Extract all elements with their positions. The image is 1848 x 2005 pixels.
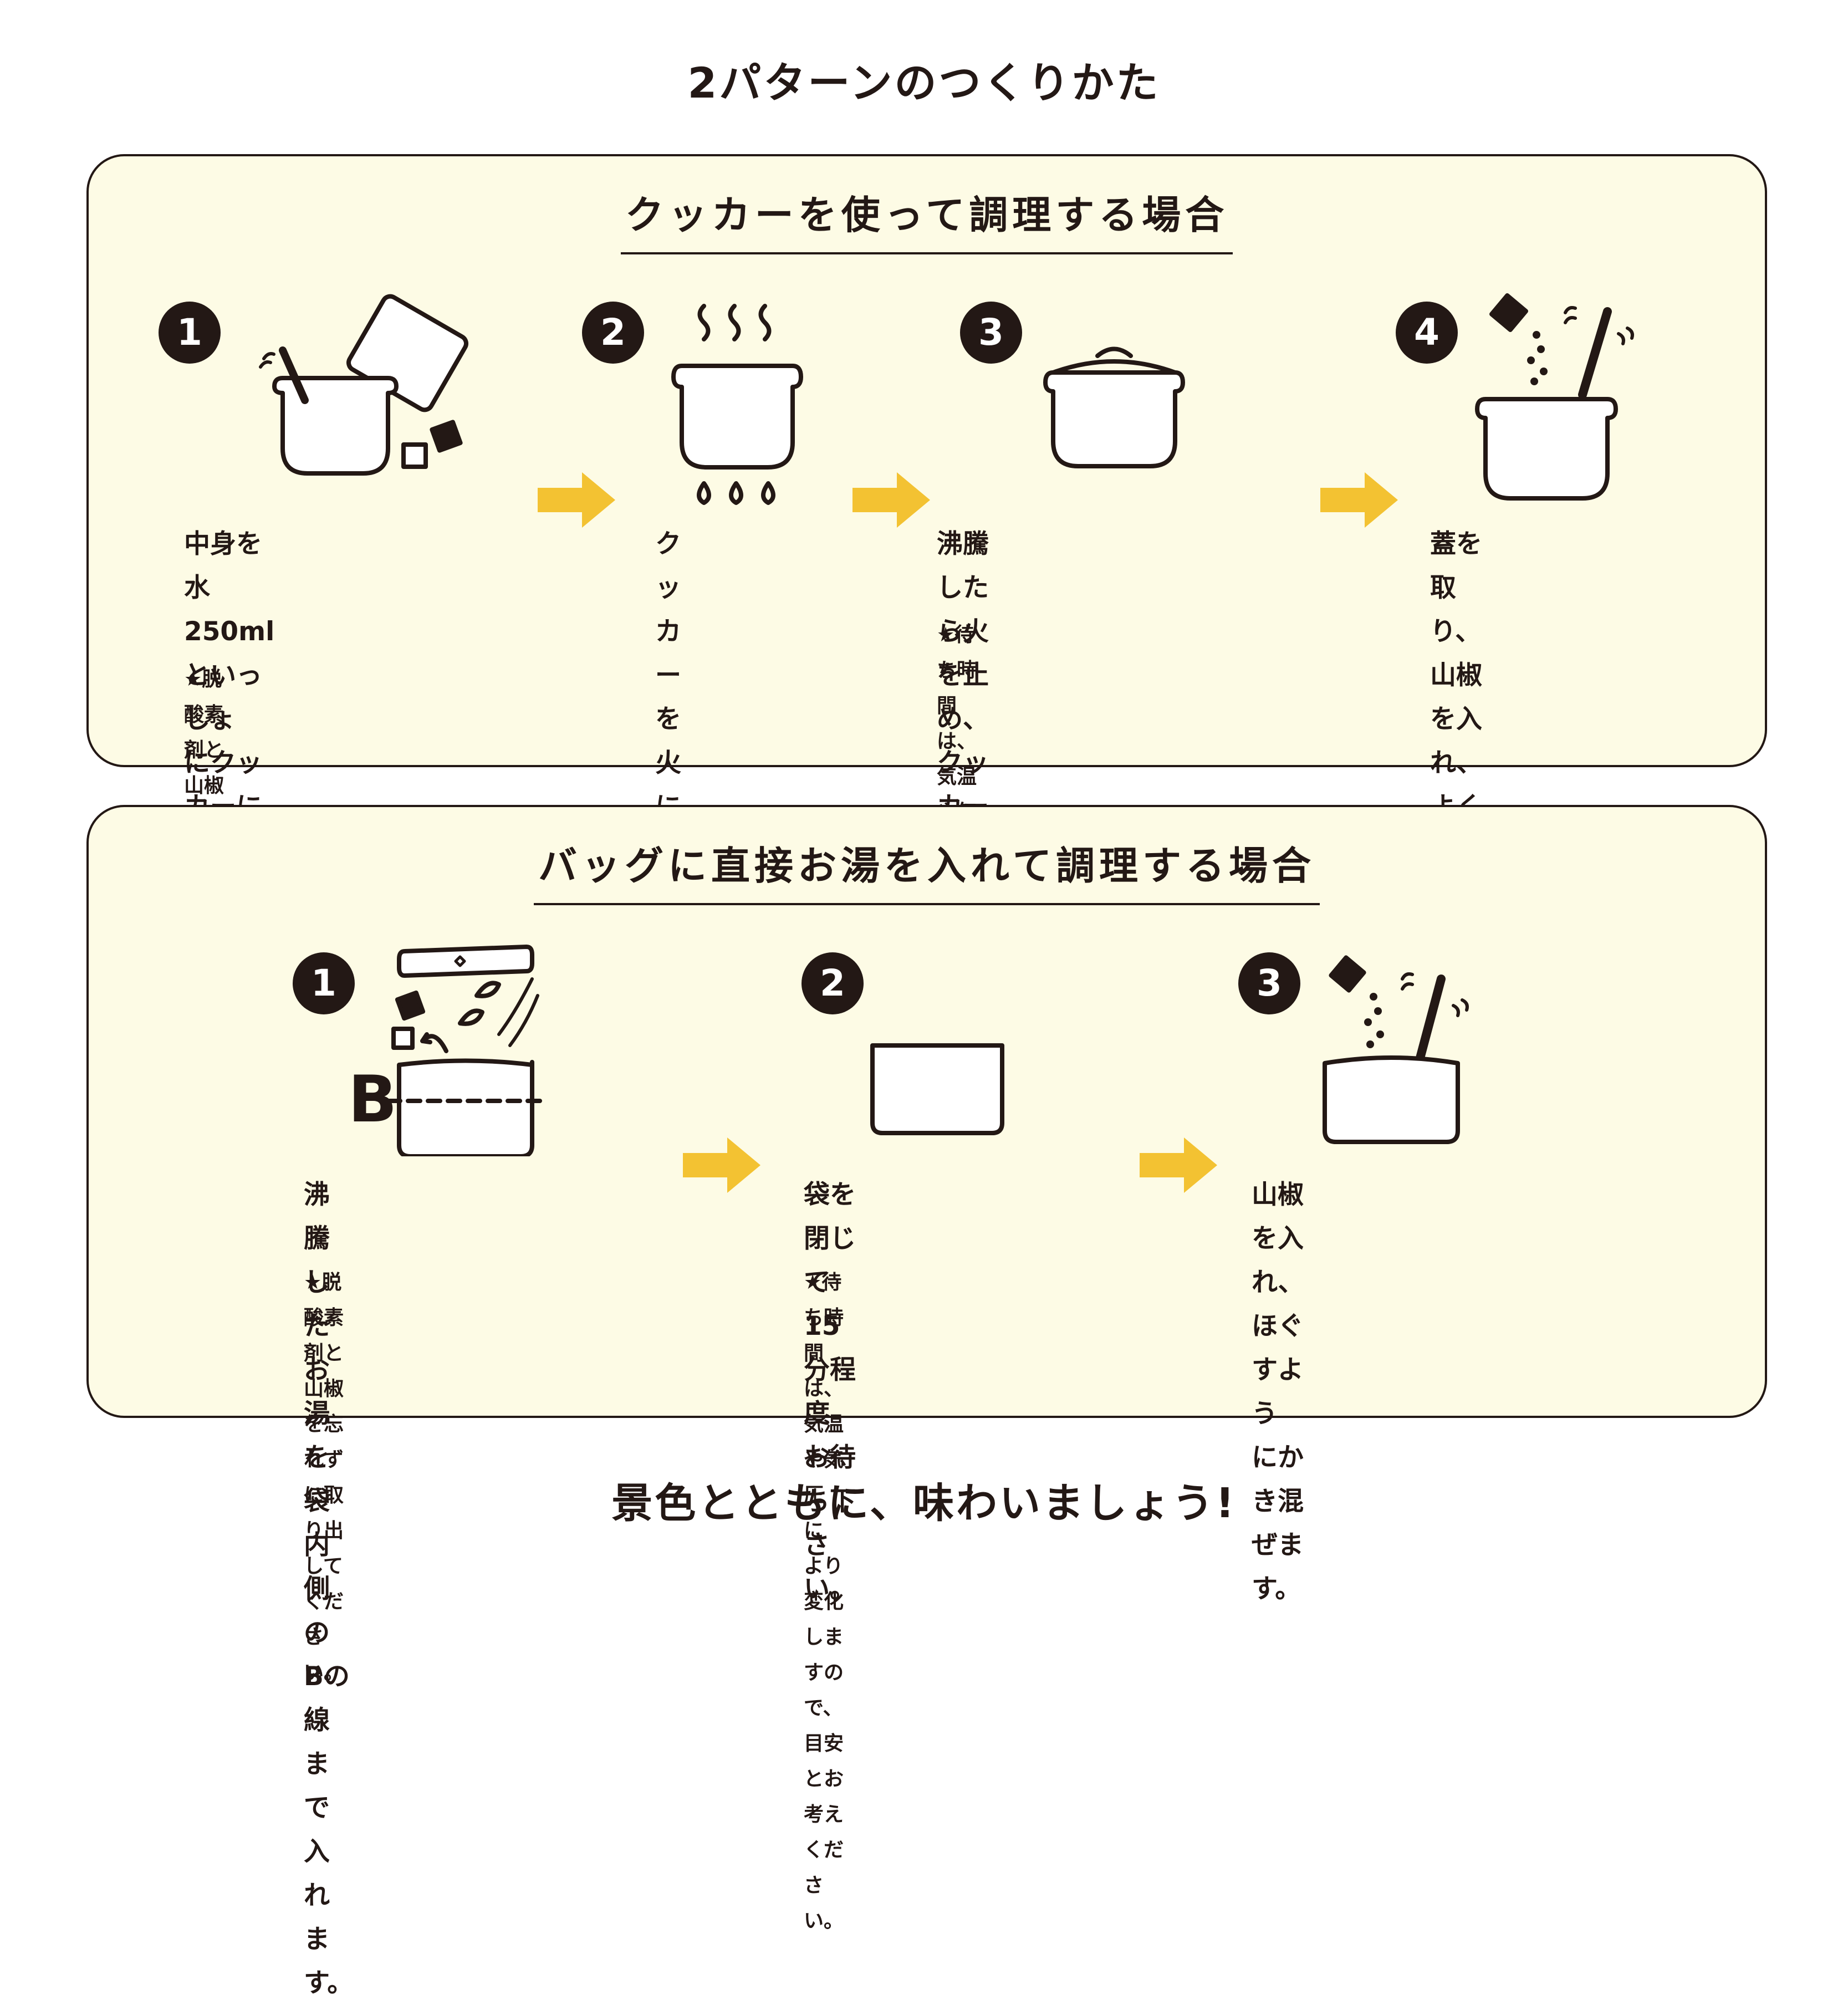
step-description: 山椒を入れ、ほぐすよう にかき混ぜます。 [1252,1180,1304,1604]
cooker-section-heading: クッカーを使って調理する場合 [620,184,1233,254]
arrow-right-icon [683,1137,760,1193]
step-number-badge: 1 [293,952,355,1014]
arrow-right-icon [1140,1137,1217,1193]
bag-line-label: B [348,1062,397,1137]
closing-message: 景色とともに、味わいましょう! [611,1479,1237,1527]
arrow-right-icon [852,472,930,528]
step-description: 袋を閉じて15分程度 お待ち下さい。 [804,1180,856,1604]
arrow-right-icon [1320,472,1398,528]
pour-into-pot-icon [259,294,468,476]
step-note: ★待ち時間は、気温や気圧 により変化しますので、目安 とお考えください。 [804,1271,844,1932]
pot-with-lid-icon [1043,346,1185,468]
step-number-badge: 3 [1238,952,1300,1014]
bag-section-panel: バッグに直接お湯を入れて調理する場合 1 B 沸騰したお湯を袋内側の Bの線まで… [86,805,1767,1998]
step-number-badge: 1 [159,302,221,364]
step-number-badge: 4 [1396,302,1458,364]
open-bag-line-b-icon [386,945,545,1156]
step-number-badge: 2 [582,302,644,364]
arrow-right-icon [538,472,615,528]
step-number-badge: 3 [960,302,1022,364]
closed-bag-icon [870,1043,1004,1135]
step-number-badge: 2 [802,952,864,1014]
pot-stir-pepper-icon [1475,293,1634,501]
pot-on-fire-icon [671,304,803,505]
bag-section-heading: バッグに直接お湯を入れて調理する場合 [534,835,1320,905]
page-title: 2パターンのつくりかた [687,58,1161,108]
bag-stir-pepper-icon [1323,955,1469,1144]
cooker-section-panel: クッカーを使って調理する場合 1 中身を水250mlといっしょ にクッカーに入れ… [86,154,1767,1249]
